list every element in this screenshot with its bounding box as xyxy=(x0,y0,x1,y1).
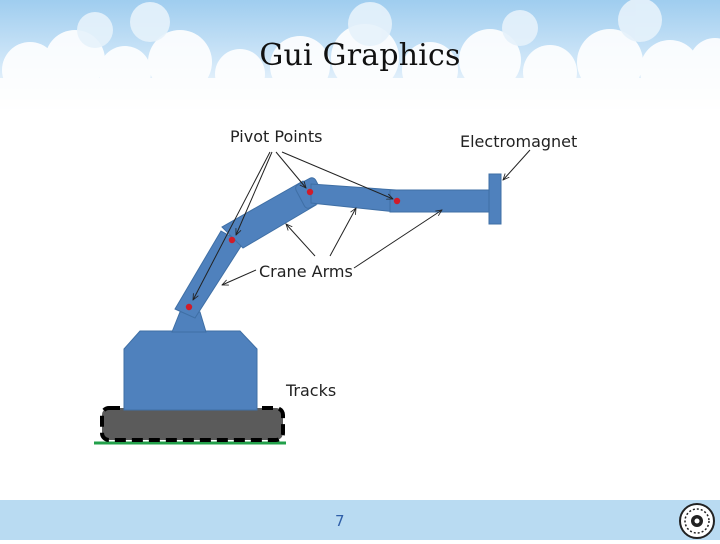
tracks-shape xyxy=(100,406,285,442)
lower-arm xyxy=(174,230,244,319)
upper-arm xyxy=(310,183,397,213)
label-tracks: Tracks xyxy=(286,381,337,400)
pivot-arrow xyxy=(281,151,393,199)
crane-diagram xyxy=(94,149,531,445)
pivot-point xyxy=(393,197,401,205)
label-pivot-points: Pivot Points xyxy=(230,127,323,146)
base-joint xyxy=(171,311,207,333)
page-number: 7 xyxy=(335,512,345,530)
electromagnet-shape xyxy=(488,173,502,225)
crane-arms-arrow xyxy=(286,224,316,257)
crane-arms-arrow xyxy=(329,208,356,257)
pivot-point xyxy=(306,188,314,196)
label-electromagnet: Electromagnet xyxy=(460,132,578,151)
end-arm xyxy=(389,189,493,213)
pivot-point xyxy=(228,236,236,244)
crane-arms-arrow xyxy=(353,210,442,269)
pivot-arrow xyxy=(193,151,271,300)
pivot-arrow xyxy=(236,151,273,235)
cloud-background xyxy=(0,0,720,110)
footer-bar xyxy=(0,500,720,540)
slide-title: Gui Graphics xyxy=(259,38,461,73)
cloud-header xyxy=(0,0,720,110)
label-crane-arms: Crane Arms xyxy=(259,262,353,281)
pivot-arrow xyxy=(275,151,306,188)
pivot-point xyxy=(185,303,193,311)
university-seal-icon xyxy=(678,502,716,544)
electromagnet-arrow xyxy=(503,149,531,180)
crane-arms-arrow xyxy=(222,269,257,286)
crane-body xyxy=(123,330,258,411)
